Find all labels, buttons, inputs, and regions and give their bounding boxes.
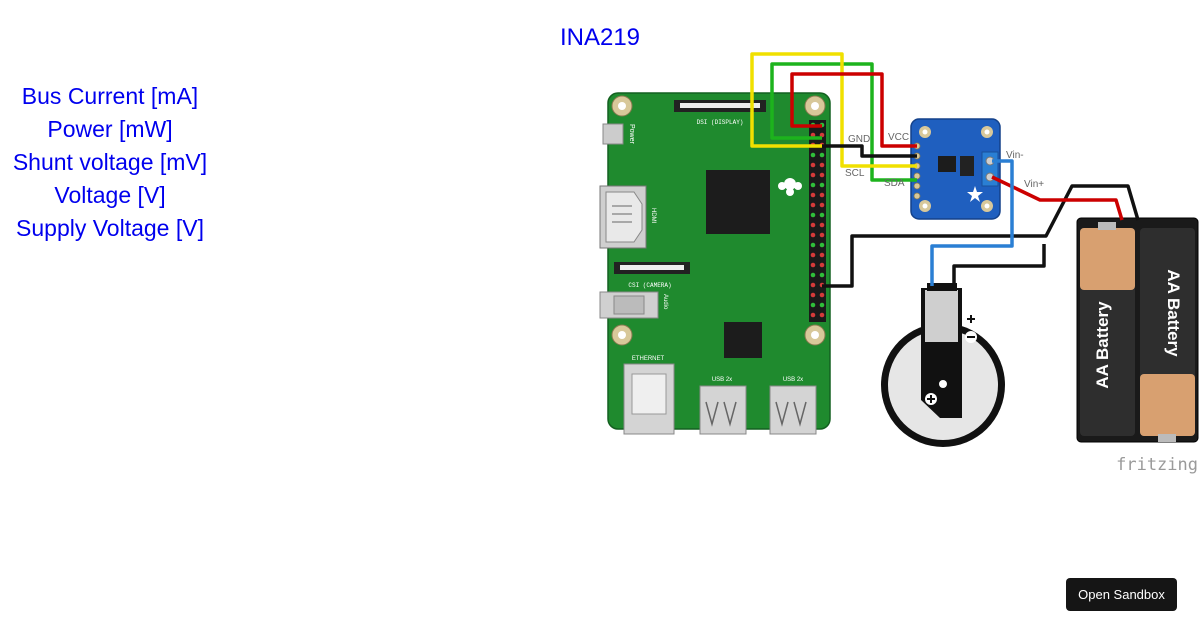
gpio-pin <box>810 272 816 278</box>
gpio-pin <box>810 302 816 308</box>
usb-controller-chip <box>724 322 762 358</box>
gpio-pin <box>819 262 825 268</box>
power-connector <box>602 123 624 145</box>
sda-pin-label: SDA <box>884 178 905 189</box>
gpio-pin <box>819 172 825 178</box>
gpio-pin <box>810 152 816 158</box>
gpio-pin <box>810 312 816 318</box>
raspberry-pi-board: DSI (DISPLAY) Power HDMI CSI (CAMERA) Au… <box>599 92 831 435</box>
motor-terminal-minus-icon <box>965 331 977 343</box>
readout-list: Bus Current [mA] Power [mW] Shunt voltag… <box>0 80 220 245</box>
wire-vinplus-red <box>991 175 1124 221</box>
usb-port-left <box>699 385 747 435</box>
gpio-pin <box>819 132 825 138</box>
battery-2-label: AA Battery <box>1164 269 1183 357</box>
ina219-breakout-board <box>910 118 1001 220</box>
motor-terminal-plus-icon <box>965 313 977 325</box>
gpio-pin <box>810 162 816 168</box>
ina219-chip <box>938 156 956 172</box>
gpio-pin <box>819 162 825 168</box>
gpio-pin <box>819 242 825 248</box>
gpio-header <box>809 120 826 322</box>
fritzing-watermark: fritzing <box>1116 455 1198 475</box>
battery-holder: AA Battery AA Battery <box>1076 217 1199 443</box>
ethernet-label: ETHERNET <box>632 356 665 362</box>
bus-current-label: Bus Current [mA] <box>21 83 199 109</box>
wire-vinminus-blue <box>930 159 1014 286</box>
wire-vcc-red <box>790 72 917 148</box>
gpio-pin <box>810 172 816 178</box>
motor-shaft-icon <box>925 393 937 405</box>
gpio-pin <box>819 182 825 188</box>
shunt-voltage-label: Shunt voltage [mV] <box>12 149 208 175</box>
wire-motor-black <box>952 244 1046 286</box>
voltage-label: Voltage [V] <box>54 182 166 208</box>
gpio-pin <box>810 292 816 298</box>
dc-motor <box>881 283 1005 447</box>
gpio-pin <box>819 222 825 228</box>
gpio-pin <box>810 222 816 228</box>
raspberry-logo-icon <box>778 178 802 196</box>
power-label: Power <box>628 124 635 145</box>
wire-scl-yellow <box>750 52 917 168</box>
gpio-pin <box>810 182 816 188</box>
wires <box>750 52 1140 288</box>
gpio-pin <box>819 272 825 278</box>
gpio-pin <box>819 212 825 218</box>
gpio-pins <box>810 122 825 318</box>
usb-right-label: USB 2x <box>783 377 803 383</box>
audio-label: Audio <box>662 294 668 310</box>
gpio-pin <box>819 312 825 318</box>
gpio-pin <box>819 252 825 258</box>
gpio-pin <box>819 152 825 158</box>
gpio-pin <box>819 292 825 298</box>
gpio-pin <box>810 132 816 138</box>
gpio-pin <box>810 242 816 248</box>
vcc-pin-label: VCC <box>888 132 909 143</box>
vin-minus-label: Vin- <box>1006 150 1024 161</box>
star-logo-icon <box>967 186 983 202</box>
gpio-pin <box>810 192 816 198</box>
gpio-pin <box>810 262 816 268</box>
battery-1-label: AA Battery <box>1093 301 1112 389</box>
gpio-pin <box>810 282 816 288</box>
gpio-pin <box>810 252 816 258</box>
gpio-pin <box>810 202 816 208</box>
scl-pin-label: SCL <box>845 168 865 179</box>
usb-port-right <box>769 385 817 435</box>
usb-left-label: USB 2x <box>712 377 732 383</box>
open-sandbox-button[interactable]: Open Sandbox <box>1066 578 1177 611</box>
hdmi-label: HDMI <box>650 208 656 224</box>
supply-voltage-label: Supply Voltage [V] <box>16 215 204 241</box>
gpio-pin <box>819 302 825 308</box>
dsi-label: DSI (DISPLAY) <box>697 119 744 126</box>
shunt-resistor <box>960 156 974 176</box>
gpio-pin <box>819 192 825 198</box>
wire-gnd-motor-black <box>822 184 1140 288</box>
gnd-pin-label: GND <box>848 134 870 145</box>
soc-chip <box>706 170 770 234</box>
power-label: Power [mW] <box>47 116 173 142</box>
gpio-pin <box>819 232 825 238</box>
page-title: INA219 <box>559 24 641 51</box>
gpio-pin <box>819 202 825 208</box>
csi-label: CSI (CAMERA) <box>628 282 671 289</box>
gpio-pin <box>810 232 816 238</box>
wire-gnd-black <box>822 144 917 158</box>
gpio-pin <box>810 212 816 218</box>
vin-plus-label: Vin+ <box>1024 179 1044 190</box>
wire-sda-green <box>770 62 917 182</box>
